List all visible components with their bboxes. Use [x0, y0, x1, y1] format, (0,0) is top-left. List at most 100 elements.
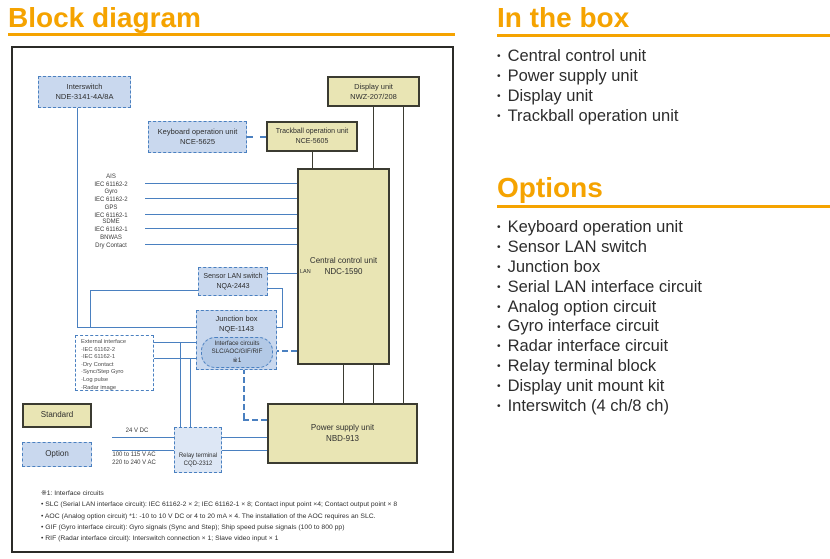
ac-input-label: 100 to 115 V AC 220 to 240 V AC: [112, 452, 156, 466]
list-item: Serial LAN interface circuit: [497, 278, 830, 298]
diagram-frame: [11, 46, 454, 553]
external-interface-item: ·Log pulse: [81, 376, 109, 383]
line-lan: [268, 273, 297, 274]
line-central-to-power-2: [373, 365, 374, 403]
title-underline: [8, 33, 455, 36]
line-ifc-to-power: [243, 419, 267, 421]
list-item: Relay terminal block: [497, 357, 830, 377]
options-title: Options: [497, 172, 603, 203]
external-interface-item: ·IEC 61162-1: [81, 354, 116, 361]
power-supply-box: Power supply unit NBD-913: [267, 403, 418, 464]
legend-label: Option: [45, 449, 69, 459]
line-ifc-down: [243, 368, 245, 419]
box-model: NWZ-207/208: [350, 91, 397, 101]
list-item: Radar interface circuit: [497, 337, 830, 357]
line-central-to-power-1: [343, 365, 344, 403]
list-item: Display unit: [497, 87, 830, 107]
line-to-relay-2: [190, 358, 191, 437]
line-sensorlan-right-down: [282, 288, 283, 327]
lan-port-label: LAN: [300, 269, 311, 275]
external-interface-item: ·Sync/Step Gyro: [81, 369, 124, 376]
footnote-line: • AOC (Analog option circuit) *1: -10 to…: [41, 512, 376, 520]
standard-legend: Standard: [22, 403, 92, 428]
box-model: NBD-913: [326, 433, 359, 443]
box-model: NDC-1590: [324, 266, 363, 276]
relay-terminal-box: Relay terminal CQD-2312: [174, 427, 222, 473]
list-item: Sensor LAN switch: [497, 238, 830, 258]
central-box: Central control unit NDC-1590: [297, 168, 390, 365]
footnote-line: • SLC (Serial LAN interface circuit): IE…: [41, 501, 398, 509]
box-label: Keyboard operation unit: [157, 127, 238, 137]
list-item: Interswitch (4 ch/8 ch): [497, 397, 830, 417]
box-label: SLC/AOC/GIF/RIF: [211, 348, 263, 356]
sensor-lan-box: Sensor LAN switch NQA-2443: [198, 267, 268, 296]
line-sensorlan-left-down: [90, 290, 91, 327]
list-item: Central control unit: [497, 47, 830, 67]
line-display-to-power: [403, 107, 404, 403]
box-label: Sensor LAN switch: [203, 273, 263, 281]
box-model: NDE-3141-4A/8A: [55, 92, 114, 101]
trackball-box: Trackball operation unit NCE-5605: [266, 121, 358, 152]
in-the-box-title: In the box: [497, 2, 630, 33]
keyboard-box: Keyboard operation unit NCE-5625: [148, 121, 247, 153]
options-list: Keyboard operation unit Sensor LAN switc…: [497, 218, 830, 417]
external-interface-box: External interface ·IEC 61162-2 ·IEC 611…: [75, 335, 154, 391]
box-label: Interface circuits: [214, 340, 260, 348]
line-to-relay-1: [180, 342, 181, 450]
interface-circuits-box: Interface circuits SLC/AOC/GIF/RIF ※1: [201, 337, 273, 368]
box-label: Junction box: [215, 314, 258, 323]
footnote-line: • RIF (Radar interface circuit): Intersw…: [41, 535, 279, 543]
option-legend: Option: [22, 442, 92, 467]
footnote-line: • GIF (Gyro interface circuit): Gyro sig…: [41, 523, 345, 531]
box-label: Interswitch: [66, 82, 103, 92]
signal-line-ais: [145, 183, 297, 184]
line-junction-right: [277, 327, 283, 328]
box-label: Power supply unit: [310, 423, 375, 433]
page-title: Block diagram: [8, 2, 201, 33]
display-box: Display unit NWZ-207/208: [327, 76, 420, 107]
box-model: NCE-5625: [179, 137, 216, 146]
options-underline: [497, 205, 830, 208]
external-interface-item: ·IEC 61162-2: [81, 346, 116, 353]
line-interswitch-down: [77, 108, 78, 327]
dc-input-label: 24 V DC: [125, 428, 149, 434]
box-model: NQA-2443: [216, 282, 250, 290]
line-sensorlan-right: [268, 288, 282, 289]
line-to-junction-left: [77, 327, 196, 328]
box-model: CQD-2312: [183, 461, 213, 468]
signal-line-bnwas: [145, 244, 297, 245]
box-model: NQE-1143: [219, 323, 254, 333]
footnotes: ※1: Interface circuits • SLC (Serial LAN…: [41, 488, 449, 544]
line-ifc-to-central: [273, 350, 297, 352]
in-the-box-list: Central control unit Power supply unit D…: [497, 47, 830, 127]
box-label: Central control unit: [309, 256, 378, 266]
list-item: Trackball operation unit: [497, 107, 830, 127]
legend-label: Standard: [40, 410, 74, 420]
line-keyboard-to-trackball: [247, 136, 266, 138]
list-item: Display unit mount kit: [497, 377, 830, 397]
box-model: NCE-5605: [295, 137, 329, 145]
interswitch-box: Interswitch NDE-3141-4A/8A: [38, 76, 131, 108]
signal-line-sdme: [145, 228, 297, 229]
signal-line-gyro: [145, 198, 297, 199]
line-external-to-junction: [154, 342, 196, 343]
list-item: Power supply unit: [497, 67, 830, 87]
external-interface-item: ·Dry Contact: [81, 361, 114, 368]
line-trackball-to-central: [312, 152, 313, 168]
list-item: Junction box: [497, 258, 830, 278]
list-item: Gyro interface circuit: [497, 317, 830, 337]
line-external-to-ifc: [154, 358, 202, 359]
external-interface-title: External interface: [81, 339, 127, 345]
line-sensorlan-left: [90, 290, 198, 291]
list-item: Keyboard operation unit: [497, 218, 830, 238]
box-label: Trackball operation unit: [275, 128, 349, 136]
footnote-line: ※1: Interface circuits: [41, 490, 104, 497]
in-the-box-underline: [497, 34, 830, 37]
box-label: Display unit: [354, 81, 393, 91]
list-item: Analog option circuit: [497, 298, 830, 318]
